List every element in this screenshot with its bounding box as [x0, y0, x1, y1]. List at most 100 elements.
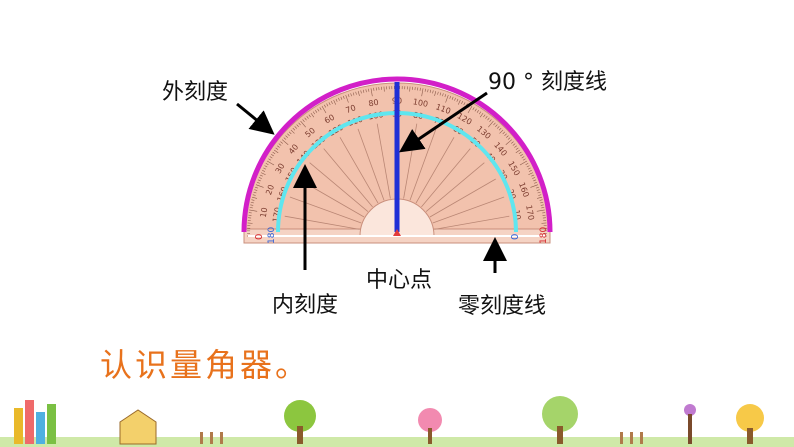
scale-tick	[302, 119, 305, 122]
scale-tick	[442, 93, 444, 97]
scale-tick	[288, 131, 292, 135]
scale-tick	[526, 165, 530, 168]
scale-tick	[319, 107, 322, 111]
decorative-footer	[0, 396, 794, 447]
scale-tick	[489, 119, 492, 122]
scale-tick	[345, 94, 349, 103]
scale-tick	[265, 163, 269, 165]
scale-tick	[528, 169, 532, 172]
scale-tick	[292, 127, 296, 131]
scale-tick	[540, 204, 544, 206]
scale-tick	[445, 94, 449, 103]
scale-tick	[449, 95, 452, 99]
base-right-zero: 0	[510, 234, 521, 240]
scale-tick	[300, 120, 306, 128]
scale-tick	[275, 147, 279, 150]
scale-tick	[476, 110, 479, 113]
scale-tick	[250, 201, 254, 204]
scale-tick	[536, 189, 540, 191]
scale-tick	[520, 154, 523, 157]
scale-tick	[537, 191, 541, 194]
scale-tick	[310, 112, 315, 118]
label-zero-line: 零刻度线	[458, 294, 547, 319]
scale-tick	[479, 112, 484, 118]
scale-tick	[427, 89, 429, 93]
scale-tick	[251, 199, 255, 201]
radial-line	[289, 196, 362, 224]
scale-tick	[281, 139, 289, 145]
radial-line	[357, 128, 385, 201]
radial-line	[432, 196, 505, 224]
label-inner-scale: 内刻度	[272, 293, 339, 318]
scale-tick	[271, 154, 274, 157]
scale-tick	[527, 167, 531, 170]
scale-tick	[283, 137, 287, 140]
scale-tick	[317, 108, 320, 112]
pencil-icon	[14, 408, 23, 444]
radial-line	[415, 137, 455, 204]
scale-tick	[444, 94, 447, 98]
base-right-180: 180	[539, 227, 549, 244]
outer-scale-number: 10	[259, 207, 270, 219]
scale-tick	[429, 89, 432, 93]
scale-tick	[532, 177, 536, 179]
scale-tick	[511, 141, 514, 144]
scale-tick	[338, 97, 340, 101]
scale-tick	[269, 156, 273, 159]
scale-tick	[514, 145, 517, 148]
scale-ticks	[247, 86, 547, 237]
scale-tick	[505, 139, 513, 145]
scale-tick	[264, 165, 268, 168]
page-title: 认识量角器。	[100, 346, 311, 384]
radial-line	[339, 137, 379, 204]
scale-tick	[458, 99, 461, 105]
scale-tick	[257, 179, 261, 182]
scale-tick	[259, 174, 263, 177]
scale-tick	[290, 129, 295, 134]
scale-tick	[540, 201, 544, 204]
scale-tick	[536, 209, 545, 212]
scale-tick	[432, 90, 434, 94]
radial-line	[429, 178, 496, 218]
scale-tick	[280, 141, 283, 144]
scale-tick	[504, 133, 507, 136]
scale-tick	[360, 90, 362, 94]
scale-tick	[370, 88, 373, 97]
scale-tick	[538, 194, 542, 196]
scale-tick	[335, 98, 338, 102]
scale-tick	[321, 105, 327, 114]
scale-tick	[525, 163, 529, 165]
scale-tick	[478, 111, 482, 115]
scale-tick	[539, 199, 543, 201]
scale-tick	[362, 89, 365, 93]
scale-tick	[474, 108, 477, 112]
scale-tick	[365, 89, 367, 93]
scale-tick	[298, 122, 301, 126]
scale-tick	[258, 177, 262, 179]
tree-icon	[284, 400, 316, 432]
scale-tick	[249, 209, 258, 212]
arrow-ninety-line	[399, 91, 488, 153]
scale-tick	[268, 158, 272, 161]
radial-line	[376, 123, 391, 199]
outer-scale-number: 100	[412, 97, 429, 109]
scale-tick	[495, 124, 498, 127]
scale-tick	[304, 117, 307, 121]
scale-tick	[487, 117, 490, 121]
radial-line	[409, 128, 437, 201]
scale-tick	[262, 169, 266, 172]
scale-tick	[260, 172, 266, 175]
scale-tick	[342, 95, 345, 99]
scale-tick	[485, 116, 488, 119]
scale-tick	[287, 133, 290, 136]
scale-tick	[530, 184, 539, 188]
scale-tick	[273, 149, 279, 154]
radial-line	[425, 162, 485, 212]
center-point-mark	[393, 229, 401, 236]
scale-tick	[454, 97, 456, 101]
scale-tick	[439, 92, 442, 96]
scale-tick	[254, 189, 258, 191]
outer-scale-number: 170	[524, 204, 536, 221]
scale-tick	[507, 137, 511, 140]
scale-tick	[497, 126, 500, 129]
